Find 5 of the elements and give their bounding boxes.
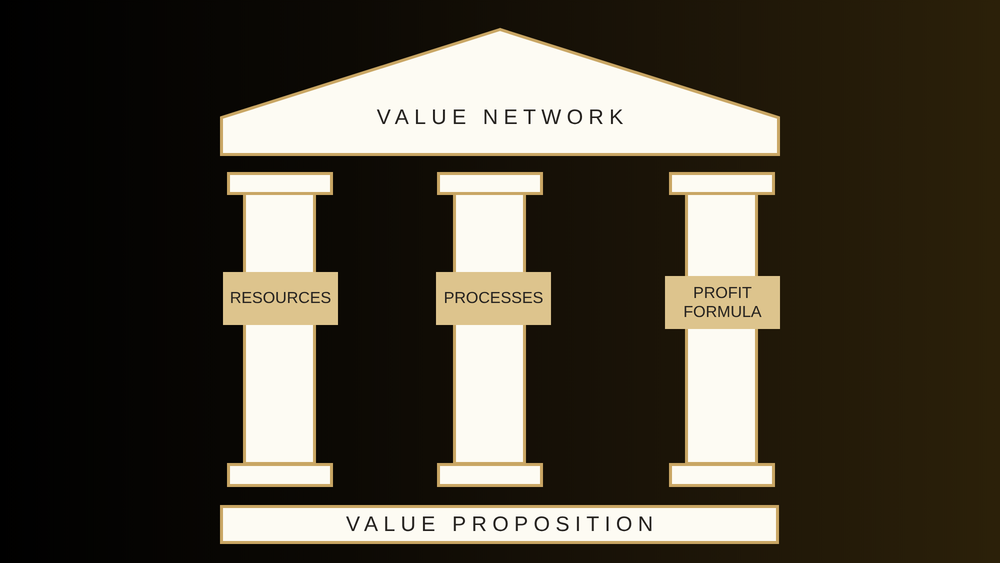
pillar-label: PROFIT FORMULA (665, 276, 780, 329)
pillar-label: RESOURCES (223, 272, 338, 325)
pillar-label: PROCESSES (436, 272, 551, 325)
foundation-band: VALUE PROPOSITION (220, 505, 779, 544)
roof-pediment: VALUE NETWORK (220, 28, 780, 156)
